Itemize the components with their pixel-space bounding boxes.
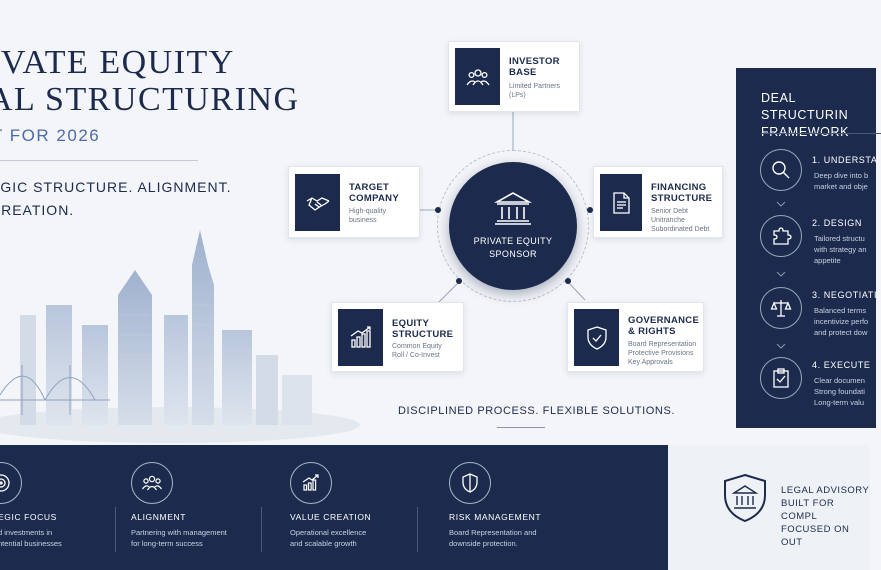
step-title: 1. UNDERSTA (812, 155, 878, 165)
card-title: FINANCING STRUCTURE (651, 182, 713, 204)
chevron-down-icon (776, 201, 786, 207)
pillar-icon-circle (0, 462, 22, 504)
title-divider (0, 160, 198, 161)
connector-dot (587, 207, 593, 213)
pillar-description: d investments in ntential businesses (0, 528, 62, 548)
card-governance-rights: GOVERNANCE & RIGHTS Board Representation… (567, 302, 704, 372)
step-description: Balanced terms incentivize perfo and pro… (814, 306, 869, 337)
step-icon-circle (760, 215, 802, 257)
connector-dot (435, 207, 441, 213)
pillar-title: VALUE CREATION (290, 512, 372, 522)
pillar-description: Board Representation and downside protec… (449, 528, 537, 548)
framework-panel: DEAL STRUCTURIN FRAMEWORK 1. UNDERSTA De… (736, 68, 881, 428)
people-group-icon (465, 68, 490, 85)
pillar-icon-circle (290, 462, 332, 504)
tagline-line-2: CREATION. (0, 202, 75, 218)
card-title: INVESTOR BASE (509, 56, 560, 78)
card-target-company: TARGET COMPANY High-quality business (288, 166, 420, 238)
card-subtitle: Senior Debt Unitranche Subordinated Debt (651, 208, 710, 233)
pillar-description: Partnering with management for long-term… (131, 528, 227, 548)
pillar-divider (115, 507, 116, 552)
step-icon-circle (760, 287, 802, 329)
card-equity-structure: EQUITY STRUCTURE Common Equity Roll / Co… (331, 302, 464, 372)
card-subtitle: High-quality business (349, 208, 386, 224)
clipboard-check-icon (773, 368, 789, 388)
framework-title: DEAL STRUCTURIN FRAMEWORK (761, 91, 850, 139)
puzzle-icon (773, 227, 792, 245)
step-description: Tailored structu with strategy an appeti… (814, 234, 867, 265)
hub-sponsor: PRIVATE EQUITY SPONSOR (449, 162, 577, 290)
target-icon (0, 474, 10, 492)
shield-icon (462, 473, 478, 493)
framework-divider (761, 133, 881, 134)
tagline-line-1: EGIC STRUCTURE. ALIGNMENT. (0, 179, 232, 195)
card-title: GOVERNANCE & RIGHTS (628, 315, 700, 337)
pillar-title: ALIGNMENT (131, 512, 186, 522)
legal-advisory-block: LEGAL ADVISORY BUILT FOR COMPL FOCUSED O… (668, 445, 870, 570)
pillar-title: EGIC FOCUS (0, 512, 57, 522)
connector-dot (456, 278, 462, 284)
step-title: 4. EXECUTE (812, 360, 871, 370)
shield-check-icon (586, 325, 607, 350)
advisory-text: LEGAL ADVISORY BUILT FOR COMPL FOCUSED O… (781, 485, 870, 548)
step-description: Clear documen Strong foundati Long-term … (814, 376, 865, 407)
chevron-down-icon (776, 343, 786, 349)
handshake-icon (306, 196, 329, 211)
tagline: EGIC STRUCTURE. ALIGNMENT. CREATION. (0, 176, 231, 222)
magnifier-icon (772, 161, 790, 179)
bar-chart-icon (350, 325, 371, 348)
card-title: EQUITY STRUCTURE (392, 318, 454, 340)
process-statement: DISCIPLINED PROCESS. FLEXIBLE SOLUTIONS. (398, 405, 676, 417)
courthouse-shield-icon (724, 473, 766, 523)
card-subtitle: Common Equity Roll / Co-Invest (392, 343, 442, 359)
pillar-divider (261, 507, 262, 552)
title-line-2: AL STRUCTURING (0, 81, 300, 118)
step-title: 3. NEGOTIATI (812, 290, 878, 300)
card-investor-base: INVESTOR BASE Limited Partners (LPs) (448, 41, 580, 112)
step-icon-circle (760, 357, 802, 399)
pillars-band: EGIC FOCUS d investments in ntential bus… (0, 445, 668, 570)
courthouse-icon (493, 192, 533, 225)
step-description: Deep dive into b market and obje (814, 171, 869, 191)
scales-icon (770, 300, 792, 317)
card-title: TARGET COMPANY (349, 182, 399, 204)
card-subtitle: Board Representation Protective Provisio… (628, 341, 697, 366)
card-subtitle: Limited Partners (LPs) (509, 83, 560, 99)
connector-dot (565, 278, 571, 284)
chevron-down-icon (776, 271, 786, 277)
document-icon (613, 191, 630, 214)
card-financing-structure: FINANCING STRUCTURE Senior Debt Unitranc… (593, 166, 723, 238)
step-icon-circle (760, 149, 802, 191)
pillar-divider (417, 507, 418, 552)
city-skyline-illustration (0, 230, 360, 443)
people-group-icon (142, 475, 162, 491)
pillar-icon-circle (449, 462, 491, 504)
pillar-icon-circle (131, 462, 173, 504)
page-subtitle: T FOR 2026 (0, 126, 101, 145)
title-line-1: IVATE EQUITY (0, 44, 235, 81)
pillar-description: Operational excellence and scalable grow… (290, 528, 367, 548)
step-title: 2. DESIGN (812, 218, 862, 228)
pillar-title: RISK MANAGEMENT (449, 512, 542, 522)
hub-label: PRIVATE EQUITY SPONSOR (473, 236, 553, 259)
growth-chart-icon (302, 474, 319, 491)
process-divider (497, 427, 545, 428)
hub-ring (437, 150, 589, 302)
page-title: IVATE EQUITY AL STRUCTURING (0, 44, 300, 118)
